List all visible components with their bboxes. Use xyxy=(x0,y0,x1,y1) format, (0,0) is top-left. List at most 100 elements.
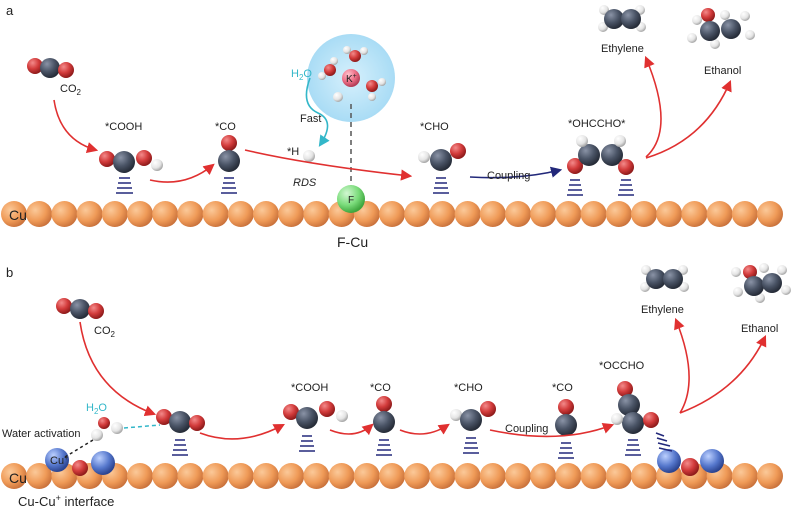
panel-a: a Cu F-Cu CO2 *COOH *CO xyxy=(1,3,783,250)
copper-atom xyxy=(605,201,632,227)
cho-label-a: *CHO xyxy=(420,121,449,133)
co-molecule-b2 xyxy=(555,399,577,436)
copper-atom xyxy=(379,201,405,227)
co-molecule-b xyxy=(373,396,395,433)
copper-atom xyxy=(731,201,758,227)
arrow-to-ethylene-b xyxy=(674,317,690,414)
copper-atom xyxy=(303,201,330,227)
fast-arrow xyxy=(305,77,330,147)
copper-atom xyxy=(505,463,531,489)
copper-atom xyxy=(757,201,783,227)
panel-b: b Cu+ Cu Cu-Cu+ interface CO2 H2O Water … xyxy=(1,263,791,509)
ethylene-label-b: Ethylene xyxy=(641,304,684,316)
copper-atom xyxy=(202,201,229,227)
copper-atom xyxy=(26,201,53,227)
arrow-to-ethanol-b xyxy=(679,334,767,414)
arrow-to-cooh-b xyxy=(199,423,285,440)
copper-atom xyxy=(76,201,103,227)
cu-plus-sites-right xyxy=(657,449,724,476)
arrow-co2-adsorb-b xyxy=(79,321,157,417)
k-hydration-shell: K+ xyxy=(307,34,395,122)
adsorbed-co2-b xyxy=(156,409,205,433)
bond-lines-cho-a xyxy=(433,177,449,194)
water-molecule-b xyxy=(91,417,123,441)
h-label-a: *H xyxy=(287,146,299,158)
water-activation-label: Water activation xyxy=(2,428,80,440)
bond-lines-cooh-a xyxy=(116,177,133,194)
copper-atom xyxy=(328,463,355,489)
copper-atom xyxy=(454,463,481,489)
copper-atom xyxy=(227,463,254,489)
ohccho-label-a: *OHCCHO* xyxy=(568,118,626,130)
copper-atom xyxy=(429,201,456,227)
copper-atom xyxy=(127,463,153,489)
copper-atom xyxy=(152,463,179,489)
cooh-molecule-b xyxy=(283,401,348,429)
h2o-label-b: H2O xyxy=(86,402,107,416)
co2-molecule-b xyxy=(56,298,104,319)
ethanol-molecule-b xyxy=(731,263,791,303)
co-label-a: *CO xyxy=(215,121,236,133)
copper-surface-a xyxy=(1,201,783,227)
bond-lines-cooh-b xyxy=(299,435,315,452)
bond-lines-co-a xyxy=(221,177,237,194)
arrow-to-cho-b xyxy=(399,423,450,435)
copper-atom xyxy=(253,463,279,489)
arrow-to-ethanol-a xyxy=(645,79,732,159)
copper-atom xyxy=(404,201,431,227)
co2-label-a: CO2 xyxy=(60,83,82,97)
copper-atom xyxy=(454,201,481,227)
copper-atom xyxy=(1,201,27,227)
copper-atom xyxy=(404,463,431,489)
bond-lines-occho-b xyxy=(625,432,673,456)
bond-lines-co2-b xyxy=(172,439,188,456)
copper-atom xyxy=(278,201,305,227)
coupling-arrow-a xyxy=(469,166,563,179)
cooh-molecule-a xyxy=(99,150,163,173)
cu-plus-sites-left xyxy=(45,448,115,476)
arrow-to-co-b xyxy=(329,423,374,436)
copper-atom xyxy=(202,463,229,489)
copper-atom xyxy=(429,463,456,489)
cooh-label-b: *COOH xyxy=(291,382,328,394)
panel-b-letter: b xyxy=(6,265,13,280)
fluorine-atom xyxy=(337,185,365,213)
ethanol-label-a: Ethanol xyxy=(704,65,741,77)
cooh-label-a: *COOH xyxy=(105,121,142,133)
copper-atom xyxy=(1,463,27,489)
copper-atom xyxy=(656,201,683,227)
f-cu-caption: F-Cu xyxy=(337,234,368,250)
ethylene-molecule-b xyxy=(640,265,689,292)
copper-atom xyxy=(580,201,607,227)
copper-atom xyxy=(177,463,204,489)
copper-atom xyxy=(605,463,632,489)
fast-label: Fast xyxy=(300,113,321,125)
ohccho-molecule-a xyxy=(567,135,634,175)
copper-atom xyxy=(253,201,279,227)
copper-atom xyxy=(101,201,128,227)
surface-label-a: Cu xyxy=(9,207,27,223)
copper-atom xyxy=(505,201,531,227)
copper-atom xyxy=(227,201,254,227)
arrow-co2-to-cooh-a xyxy=(53,99,99,153)
water-cu-plus-link xyxy=(64,439,94,458)
copper-atom xyxy=(555,463,582,489)
copper-atom xyxy=(731,463,758,489)
coupling-label-a: Coupling xyxy=(487,170,530,182)
bond-lines-co-b xyxy=(376,439,392,456)
copper-atom xyxy=(278,463,305,489)
copper-atom xyxy=(681,201,708,227)
copper-atom xyxy=(177,201,204,227)
copper-atom xyxy=(127,201,153,227)
adsorbed-h xyxy=(303,150,315,162)
k-label: K+ xyxy=(346,73,357,85)
water-h-bond xyxy=(123,424,161,429)
copper-atom xyxy=(26,463,53,489)
co1-label-b: *CO xyxy=(370,382,391,394)
copper-atom xyxy=(479,463,506,489)
copper-atom xyxy=(51,201,78,227)
co2ads-label-b: *CO xyxy=(552,382,573,394)
copper-atom xyxy=(555,201,582,227)
copper-atom xyxy=(757,463,783,489)
co-molecule-a xyxy=(218,135,240,172)
